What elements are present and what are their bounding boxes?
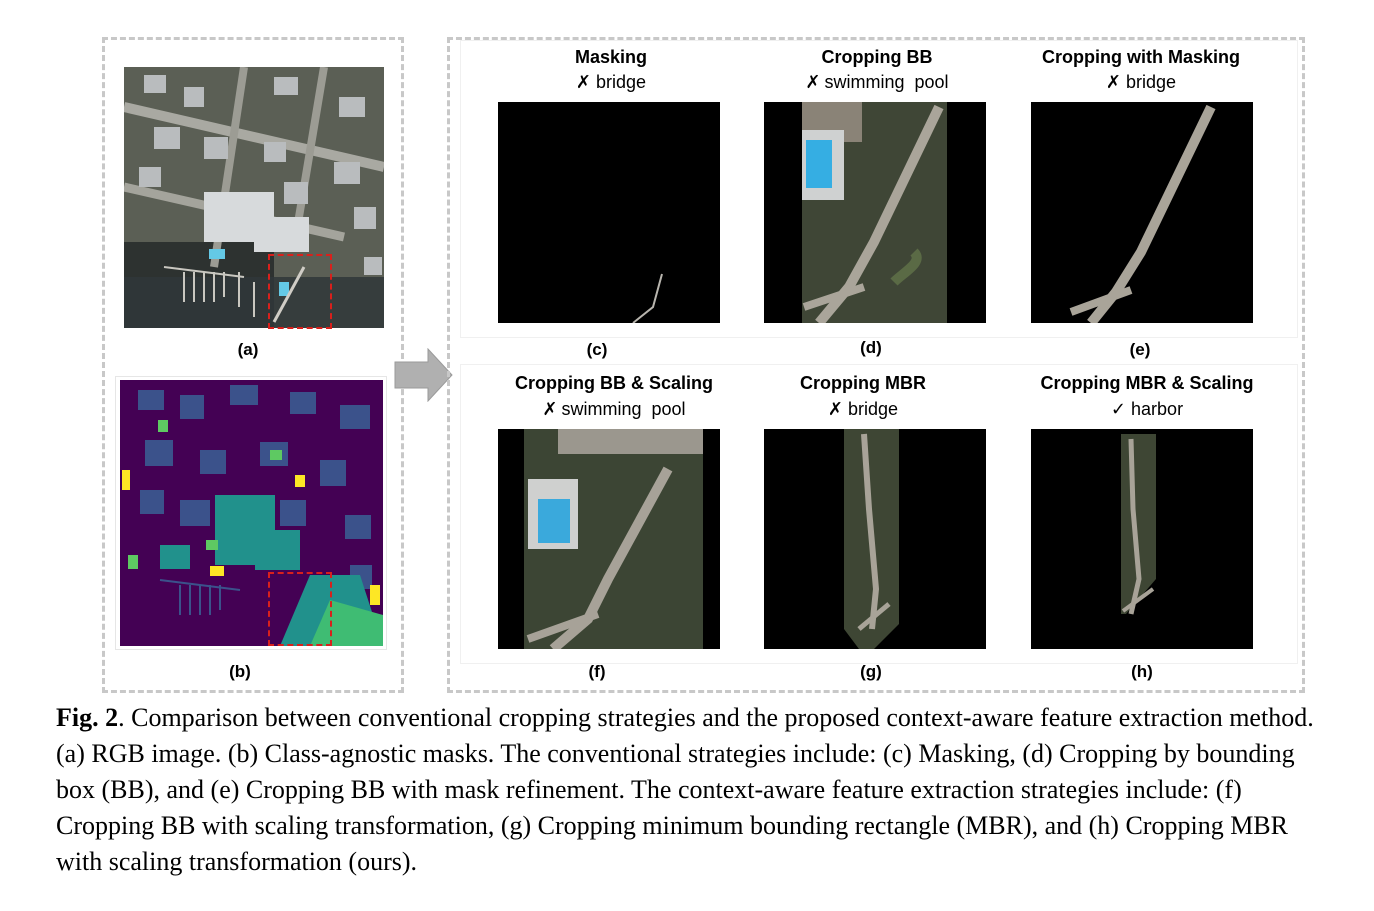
rgb-aerial-image [124,67,384,328]
panel-title-h: Cropping MBR & Scaling [1012,373,1282,394]
flow-arrow-icon [394,348,454,402]
prediction-label: harbor [1131,399,1183,419]
panel-label-c: (c) [557,340,637,360]
panel-label-f: (f) [557,662,637,682]
panel-label-g: (g) [831,662,911,682]
cropping-mbr-image [764,429,986,649]
prediction-label: bridge [848,399,898,419]
masking-image [498,102,720,323]
panel-label-d: (d) [831,338,911,358]
cropping-with-masking-image [1031,102,1253,323]
prediction-label: swimming pool [562,399,686,419]
cross-icon: ✗ [1106,72,1121,92]
panel-title-e: Cropping with Masking [1006,47,1276,68]
panel-label-b: (b) [200,662,280,682]
prediction-h: ✓ harbor [1012,399,1282,420]
check-icon: ✓ [1111,399,1126,419]
prediction-e: ✗ bridge [1006,72,1276,93]
prediction-label: bridge [1126,72,1176,92]
prediction-label: bridge [596,72,646,92]
figure-number: Fig. 2 [56,703,118,732]
caption-text: . Comparison between conventional croppi… [56,703,1314,876]
cross-icon: ✗ [576,72,591,92]
prediction-d: ✗swimming pool [742,72,1012,93]
region-highlight-box-b [268,572,332,646]
cross-icon: ✗ [542,399,557,419]
cropping-bb-image [764,102,986,323]
panel-title-g: Cropping MBR [728,373,998,394]
region-highlight-box-a [268,254,332,329]
cropping-mbr-scaling-image [1031,429,1253,649]
cropping-bb-scaling-image [498,429,720,649]
prediction-c: ✗ bridge [476,72,746,93]
class-agnostic-mask-image [120,380,383,646]
figure-caption: Fig. 2. Comparison between conventional … [56,700,1326,880]
panel-title-c: Masking [476,47,746,68]
prediction-f: ✗swimming pool [479,399,749,420]
prediction-label: swimming pool [825,72,949,92]
panel-label-h: (h) [1102,662,1182,682]
prediction-g: ✗ bridge [728,399,998,420]
panel-label-e: (e) [1100,340,1180,360]
panel-title-d: Cropping BB [742,47,1012,68]
panel-title-f: Cropping BB & Scaling [479,373,749,394]
cross-icon: ✗ [805,72,820,92]
cross-icon: ✗ [828,399,843,419]
panel-label-a: (a) [208,340,288,360]
